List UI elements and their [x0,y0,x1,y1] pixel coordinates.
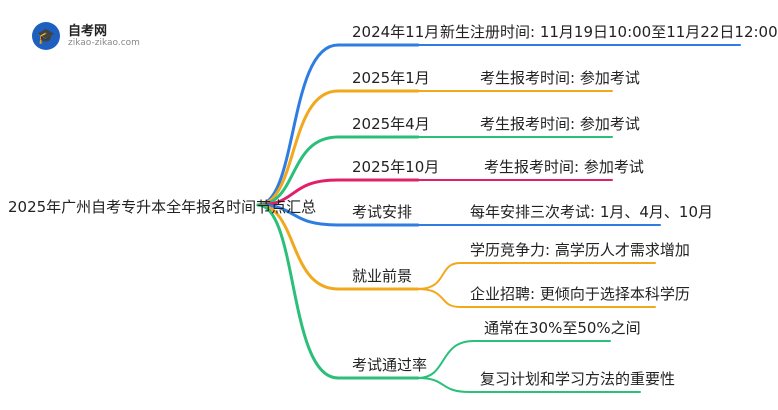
logo-url: zikao-zikao.com [68,38,140,48]
branch-connector-2 [256,135,613,207]
mindmap-connectors [256,43,741,393]
leaf-label-1-0: 考生报考时间: 参加考试 [480,69,640,87]
branch-label-4: 考试安排 [352,203,413,221]
leaf-label-6-1: 复习计划和学习方法的重要性 [480,370,676,388]
branch-connector-6 [256,203,641,393]
branch-label-5: 就业前景 [352,267,413,285]
leaf-label-3-0: 考生报考时间: 参加考试 [484,158,644,176]
branch-connector-4 [256,203,661,227]
branch-label-2: 2025年4月 [352,115,430,133]
leaf-label-5-1: 企业招聘: 更倾向于选择本科学历 [470,285,690,303]
branch-connector-1 [256,89,613,207]
leaf-label-4-0: 每年安排三次考试: 1月、4月、10月 [470,203,713,221]
branch-label-0: 2024年11月 [352,23,440,41]
branch-connector-3 [256,178,613,207]
leaf-label-0-0: 新生注册时间: 11月19日10:00至11月22日12:00 [440,23,778,41]
branch-label-1: 2025年1月 [352,69,430,87]
logo-name: 自考网 [68,24,108,39]
branch-label-6: 考试通过率 [352,356,428,374]
leaf-label-5-0: 学历竞争力: 高学历人才需求增加 [470,241,690,259]
root-node-title: 2025年广州自考专升本全年报名时间节点汇总 [8,198,317,216]
graduation-cap-icon: 🎓 [32,22,60,50]
branch-label-3: 2025年10月 [352,158,440,176]
leaf-label-6-0: 通常在30%至50%之间 [484,319,641,337]
site-logo: 🎓 自考网 zikao-zikao.com [32,20,152,52]
branch-connector-0 [256,43,741,207]
leaf-label-2-0: 考生报考时间: 参加考试 [480,115,640,133]
branch-connector-5 [256,203,656,308]
